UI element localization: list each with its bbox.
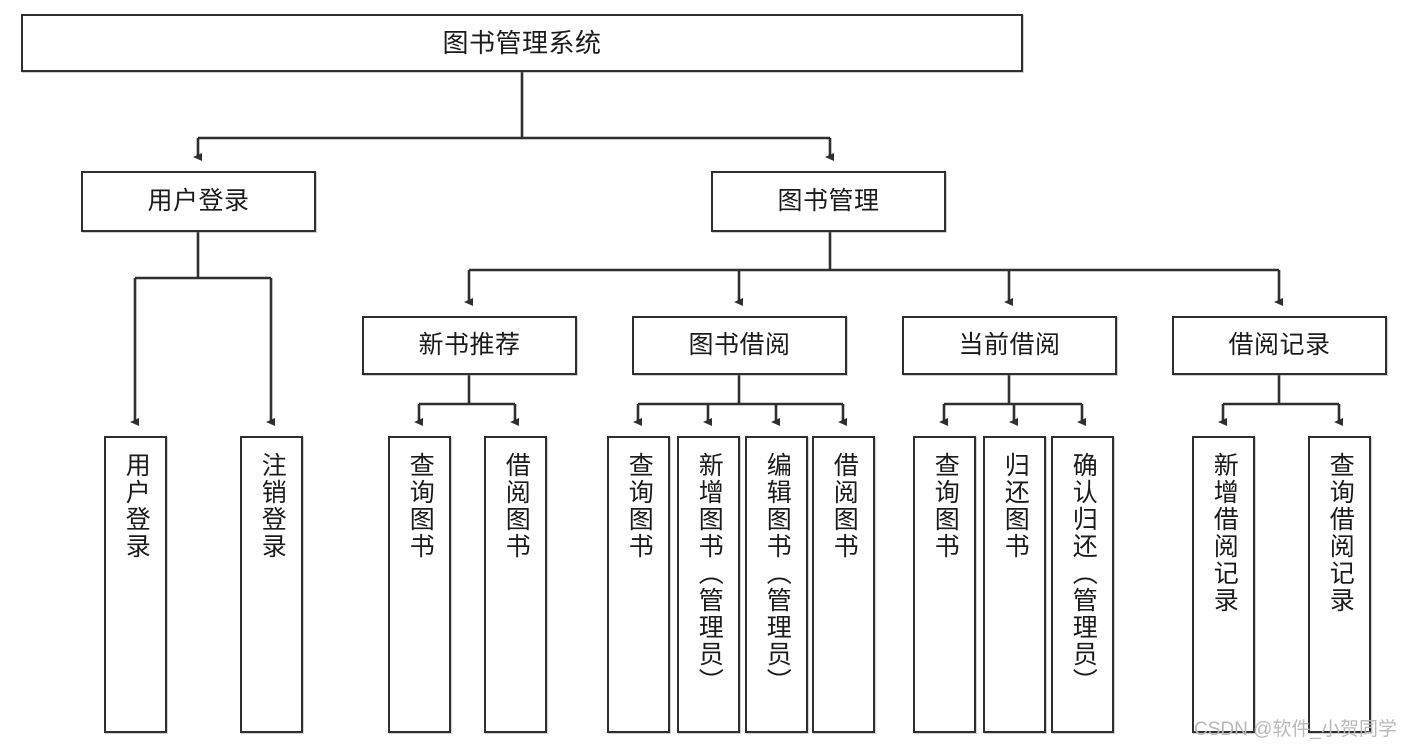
node-root[interactable]: 图书管理系统 — [21, 14, 1023, 72]
node-leaf-query-borrow-record-label: 查询借阅记录 — [1326, 452, 1355, 614]
node-leaf-return-book-label: 归还图书 — [1001, 452, 1030, 560]
node-new-book-recommend-label: 新书推荐 — [418, 330, 521, 359]
node-leaf-edit-book-label: 编辑图书（管理员） — [763, 452, 792, 695]
node-leaf-return-book[interactable]: 归还图书 — [983, 436, 1046, 733]
node-leaf-confirm-return-label: 确认归还（管理员） — [1069, 452, 1098, 695]
node-leaf-borrow-book-recommend[interactable]: 借阅图书 — [484, 436, 547, 733]
node-current-borrow-label: 当前借阅 — [958, 330, 1061, 359]
node-book-management-label: 图书管理 — [777, 186, 880, 215]
node-leaf-query-book-current[interactable]: 查询图书 — [913, 436, 976, 733]
node-leaf-query-book-recommend[interactable]: 查询图书 — [388, 436, 451, 733]
node-book-borrow[interactable]: 图书借阅 — [632, 316, 847, 375]
node-leaf-query-book-current-label: 查询图书 — [931, 452, 960, 560]
node-leaf-query-borrow-record[interactable]: 查询借阅记录 — [1308, 436, 1371, 733]
node-leaf-add-book-label: 新增图书（管理员） — [695, 452, 724, 695]
node-current-borrow[interactable]: 当前借阅 — [902, 316, 1117, 375]
node-leaf-confirm-return[interactable]: 确认归还（管理员） — [1051, 436, 1114, 733]
node-leaf-borrow-book-recommend-label: 借阅图书 — [502, 452, 531, 560]
node-leaf-query-book-recommend-label: 查询图书 — [406, 452, 435, 560]
node-leaf-edit-book[interactable]: 编辑图书（管理员） — [745, 436, 808, 733]
node-leaf-add-borrow-record[interactable]: 新增借阅记录 — [1192, 436, 1255, 733]
node-book-borrow-label: 图书借阅 — [688, 330, 791, 359]
node-leaf-user-login[interactable]: 用户登录 — [104, 436, 167, 733]
node-root-label: 图书管理系统 — [442, 27, 602, 58]
csdn-watermark: CSDN @软件_小贺同学 — [1194, 719, 1397, 740]
node-borrow-record-label: 借阅记录 — [1228, 330, 1331, 359]
node-borrow-record[interactable]: 借阅记录 — [1172, 316, 1387, 375]
node-leaf-add-borrow-record-label: 新增借阅记录 — [1210, 452, 1239, 614]
node-leaf-user-logout-label: 注销登录 — [258, 452, 287, 560]
node-new-book-recommend[interactable]: 新书推荐 — [362, 316, 577, 375]
node-leaf-add-book[interactable]: 新增图书（管理员） — [677, 436, 740, 733]
node-leaf-borrow-book-label: 借阅图书 — [830, 452, 859, 560]
node-leaf-user-logout[interactable]: 注销登录 — [240, 436, 303, 733]
node-book-management[interactable]: 图书管理 — [711, 171, 946, 232]
node-leaf-borrow-book[interactable]: 借阅图书 — [812, 436, 875, 733]
node-leaf-query-book-borrow[interactable]: 查询图书 — [607, 436, 670, 733]
node-leaf-user-login-label: 用户登录 — [122, 452, 151, 560]
node-user-login-label: 用户登录 — [147, 186, 250, 215]
node-leaf-query-book-borrow-label: 查询图书 — [625, 452, 654, 560]
node-user-login[interactable]: 用户登录 — [81, 171, 316, 232]
